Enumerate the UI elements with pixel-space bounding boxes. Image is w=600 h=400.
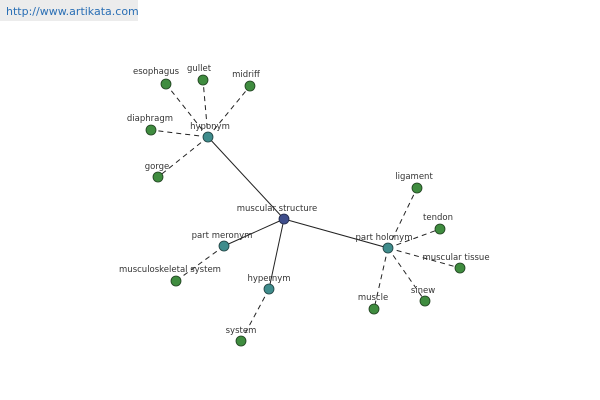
node-system[interactable] <box>235 335 247 347</box>
edge-holonym-tendon <box>387 228 441 249</box>
edge-center-hypernym <box>268 218 285 290</box>
edge-hyponym-gullet <box>202 79 209 138</box>
edge-holonym-muscular-tissue <box>387 247 461 269</box>
label-muscular-structure: muscular structure <box>237 204 318 214</box>
node-muscular-structure[interactable] <box>278 213 290 225</box>
label-muscle: muscle <box>358 293 388 303</box>
node-gorge[interactable] <box>152 171 164 183</box>
watermark: http://www.artikata.com <box>0 0 139 21</box>
secondary-edges <box>150 79 461 342</box>
label-part-meronym: part meronym <box>192 231 253 241</box>
label-hyponym: hyponym <box>190 122 230 132</box>
edge-hypernym-system <box>240 288 270 342</box>
edge-center-part-meronym <box>223 218 285 247</box>
node-hyponym[interactable] <box>202 131 214 143</box>
node-part-meronym[interactable] <box>218 240 230 252</box>
label-gullet: gullet <box>187 64 212 74</box>
label-muscular-tissue: muscular tissue <box>422 253 489 263</box>
label-system: system <box>226 326 257 336</box>
leaf-nodes <box>145 74 466 347</box>
node-labels: muscular structure hyponym part meronym … <box>119 64 490 336</box>
label-part-holonym: part holonym <box>356 233 413 243</box>
relation-nodes <box>202 131 394 295</box>
edge-hyponym-midriff <box>207 85 251 138</box>
label-midriff: midriff <box>232 70 261 80</box>
edge-hyponym-esophagus <box>165 83 209 138</box>
node-musculoskeletal-system[interactable] <box>170 275 182 287</box>
edge-hyponym-diaphragm <box>150 129 209 138</box>
node-sinew[interactable] <box>419 295 431 307</box>
node-tendon[interactable] <box>434 223 446 235</box>
node-midriff[interactable] <box>244 80 256 92</box>
label-musculoskeletal-system: musculoskeletal system <box>119 265 221 275</box>
node-hypernym[interactable] <box>263 283 275 295</box>
edge-holonym-sinew <box>387 247 426 302</box>
edge-center-hyponym <box>207 136 285 220</box>
node-ligament[interactable] <box>411 182 423 194</box>
node-diaphragm[interactable] <box>145 124 157 136</box>
label-sinew: sinew <box>411 286 435 296</box>
node-part-holonym[interactable] <box>382 242 394 254</box>
node-gullet[interactable] <box>197 74 209 86</box>
node-esophagus[interactable] <box>160 78 172 90</box>
node-muscular-tissue[interactable] <box>454 262 466 274</box>
edge-center-part-holonym <box>283 218 389 249</box>
label-gorge: gorge <box>145 162 170 172</box>
edge-holonym-ligament <box>387 187 418 249</box>
primary-edges <box>207 136 389 290</box>
label-diaphragm: diaphragm <box>127 114 173 124</box>
edge-holonym-muscle <box>373 247 389 310</box>
label-ligament: ligament <box>395 172 433 182</box>
label-hypernym: hypernym <box>247 274 290 284</box>
label-esophagus: esophagus <box>133 67 180 77</box>
node-muscle[interactable] <box>368 303 380 315</box>
edge-meronym-musculoskeletal-system <box>175 245 225 282</box>
edge-hyponym-gorge <box>157 136 209 178</box>
label-tendon: tendon <box>423 213 453 223</box>
watermark-url: http://www.artikata.com <box>6 5 139 18</box>
